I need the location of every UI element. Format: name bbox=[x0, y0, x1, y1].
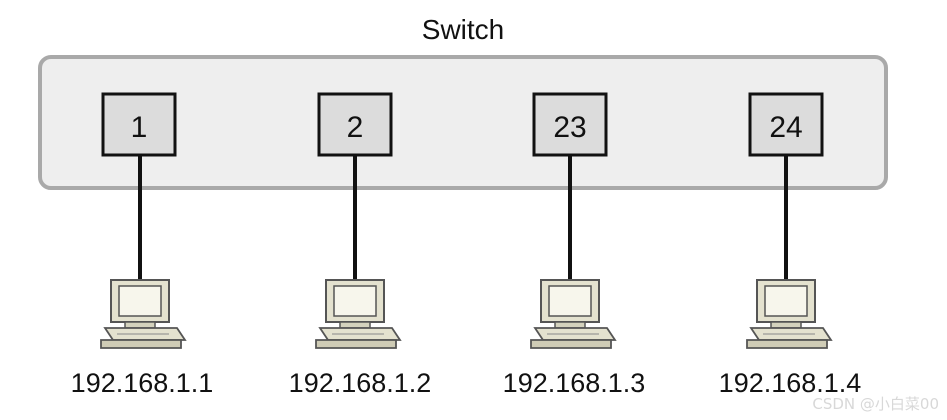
host-ip-label: 192.168.1.2 bbox=[288, 368, 432, 398]
desktop-computer-icon bbox=[315, 279, 401, 349]
host-ip-label: 192.168.1.1 bbox=[70, 368, 214, 398]
desktop-computer-icon bbox=[100, 279, 186, 349]
port-label: 24 bbox=[769, 111, 802, 144]
host-ip-label: 192.168.1.4 bbox=[718, 368, 862, 398]
port-label: 2 bbox=[347, 111, 364, 144]
switch-body bbox=[38, 55, 888, 190]
desktop-computer-icon bbox=[746, 279, 832, 349]
desktop-computer-icon bbox=[530, 279, 616, 349]
port-1: 1 bbox=[101, 92, 177, 157]
port-24: 24 bbox=[748, 92, 824, 157]
watermark: CSDN @小白菜00 bbox=[812, 395, 939, 413]
port-label: 1 bbox=[131, 111, 148, 144]
port-23: 23 bbox=[532, 92, 608, 157]
port-label: 23 bbox=[553, 111, 586, 144]
switch-label: Switch bbox=[421, 14, 505, 45]
host-ip-label: 192.168.1.3 bbox=[502, 368, 646, 398]
port-2: 2 bbox=[317, 92, 393, 157]
